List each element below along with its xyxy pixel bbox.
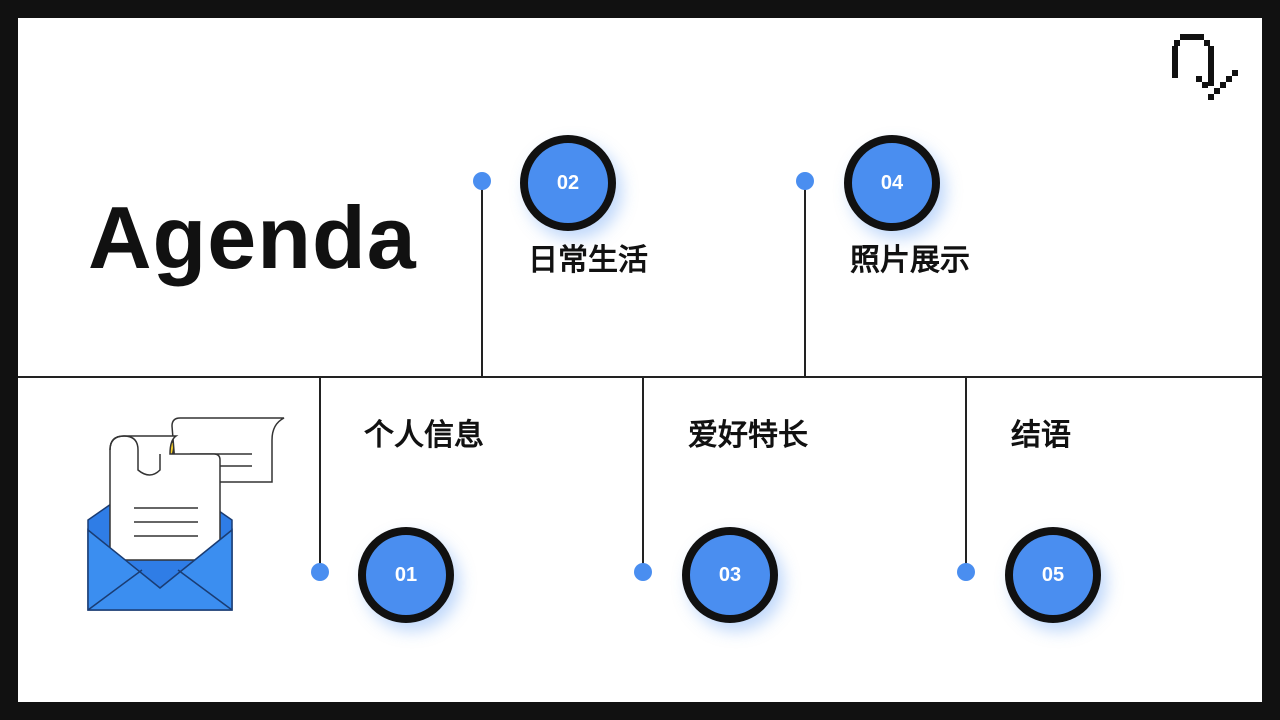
timeline-stem-02 xyxy=(481,181,483,377)
agenda-number-03[interactable]: 03 xyxy=(682,527,778,623)
timeline-stem-03 xyxy=(642,376,644,572)
agenda-number-02[interactable]: 02 xyxy=(520,135,616,231)
timeline-dot-03 xyxy=(634,563,652,581)
timeline-dot-04 xyxy=(796,172,814,190)
envelope-letter-icon xyxy=(87,417,285,611)
agenda-number-01[interactable]: 01 xyxy=(358,527,454,623)
agenda-label-01[interactable]: 个人信息 xyxy=(364,418,484,453)
agenda-title: Agenda xyxy=(88,188,417,287)
timeline-axis xyxy=(18,376,1262,378)
agenda-number-05[interactable]: 05 xyxy=(1005,527,1101,623)
timeline-stem-04 xyxy=(804,181,806,377)
timeline-stem-01 xyxy=(319,376,321,572)
agenda-label-02[interactable]: 日常生活 xyxy=(528,243,648,278)
agenda-number-04[interactable]: 04 xyxy=(844,135,940,231)
timeline-dot-05 xyxy=(957,563,975,581)
agenda-label-05[interactable]: 结语 xyxy=(1011,418,1071,453)
timeline-stem-05 xyxy=(965,376,967,572)
agenda-label-03[interactable]: 爱好特长 xyxy=(688,418,808,453)
slide-canvas: Agenda 01 个人信息 02 日常生活 03 爱好特长 04 照片展示 xyxy=(18,18,1262,702)
pixel-arrow-logo-icon xyxy=(1172,34,1238,100)
timeline-dot-01 xyxy=(311,563,329,581)
agenda-label-04[interactable]: 照片展示 xyxy=(850,243,970,278)
timeline-dot-02 xyxy=(473,172,491,190)
